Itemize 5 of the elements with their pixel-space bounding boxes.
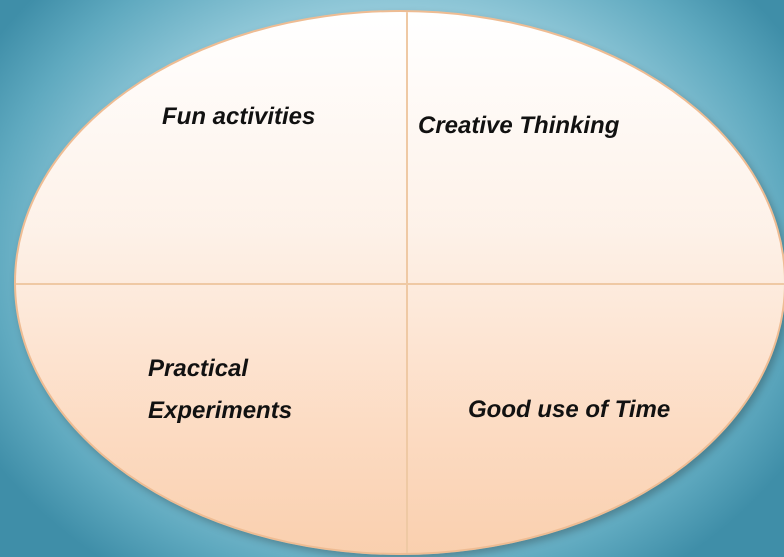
quadrant-label: Good use of Time bbox=[468, 395, 672, 425]
quadrant-label: Creative Thinking bbox=[418, 111, 620, 141]
quadrant-region bbox=[16, 12, 408, 285]
quadrant-label: Practical Experiments bbox=[148, 354, 294, 426]
quadrant-label: Fun activities bbox=[162, 102, 316, 132]
